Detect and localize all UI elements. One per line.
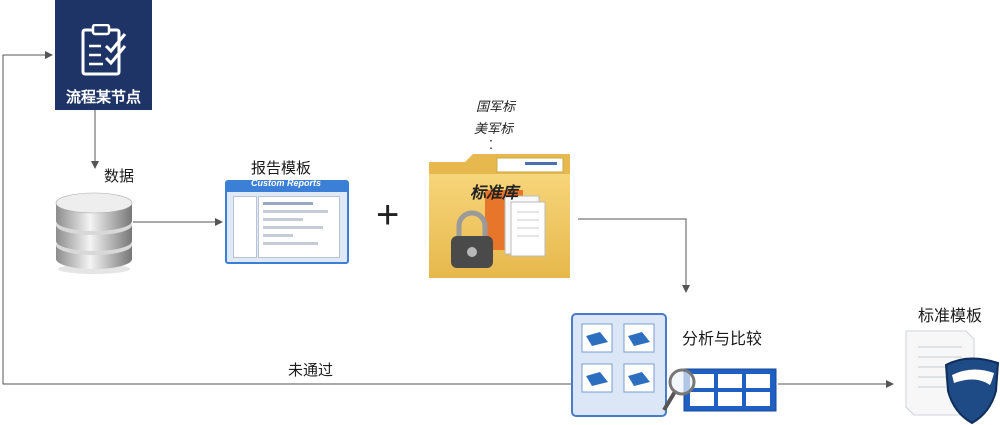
analysis-label: 分析与比较 [682,331,763,348]
standards-library-label: 标准库 [470,185,519,202]
database-icon [55,192,133,274]
report-window-icon [225,180,349,264]
shield-document-icon [905,330,1000,425]
compare-magnifier-icon [571,313,777,417]
arrow-feedback-loop [2,51,571,385]
report-template-caption: Custom Reports [251,178,322,188]
clipboard-check-icon [81,24,127,76]
arrow-library-to-analysis [578,218,690,293]
report-template-title: 报告模板 [251,160,312,177]
source-gjb: 国军标 [476,99,516,114]
locked-folder-icon [429,154,570,278]
standard-template-label: 标准模板 [918,308,983,325]
database-label: 数据 [104,168,135,185]
process-node [55,0,152,110]
plus-sign: + [376,193,400,237]
feedback-label: 未通过 [288,362,334,379]
source-mil-std: 美军标 [474,121,514,136]
process-node-label: 流程某节点 [65,89,141,106]
